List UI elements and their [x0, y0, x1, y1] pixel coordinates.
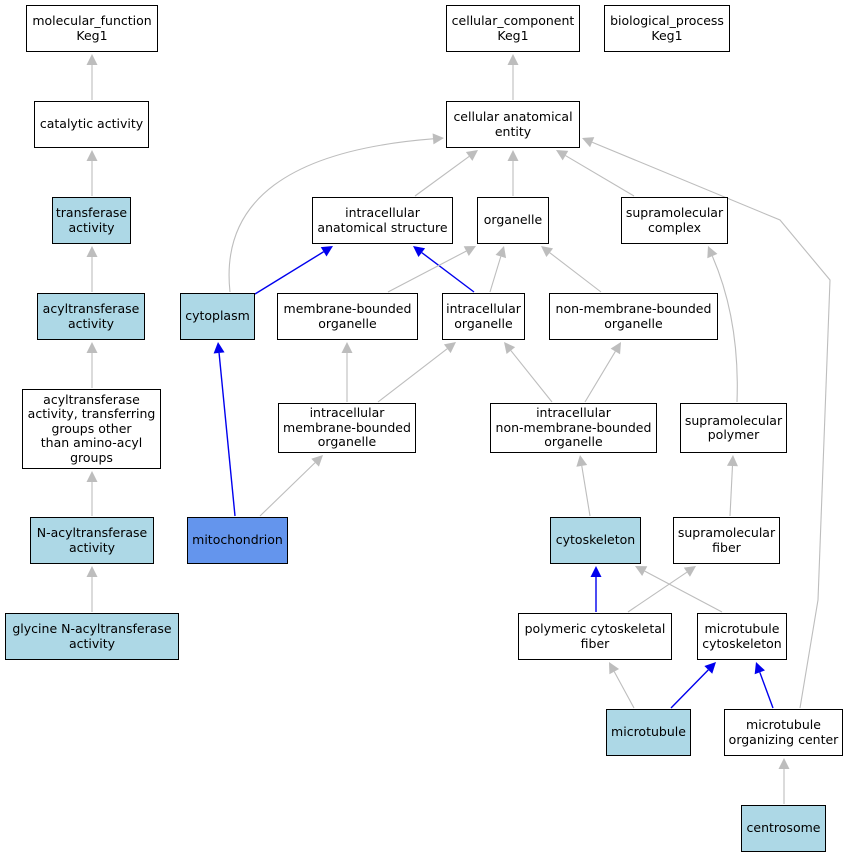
edge-intracellular-organelle-to-intracellular-anatomical-structure	[421, 252, 475, 293]
node-n-acyltransferase-activity[interactable]: N-acyltransferase activity	[30, 517, 154, 564]
arrowhead-membrane-bounded-organelle-to-organelle	[463, 246, 476, 256]
node-biological-process[interactable]: biological_process Keg1	[604, 5, 730, 52]
edge-cytoplasm-to-cellular-anatomical-entity	[228, 138, 434, 293]
edge-microtubule-to-microtubule-cytoskeleton	[670, 669, 709, 709]
edge-intracellular-organelle-to-organelle	[489, 256, 502, 293]
arrowhead-glycine-n-acyltransferase-to-n-acyltransferase-activity	[86, 566, 98, 577]
edge-microtubule-to-polymeric-cytoskeletal-fiber	[613, 671, 635, 709]
node-microtubule[interactable]: microtubule	[606, 709, 691, 756]
node-mitochondrion[interactable]: mitochondrion	[187, 517, 288, 564]
node-polymeric-cytoskeletal-fiber[interactable]: polymeric cytoskeletal fiber	[518, 613, 672, 660]
edge-supramolecular-complex-to-cellular-anatomical-entity	[565, 155, 635, 197]
arrowhead-non-membrane-bounded-organelle-to-organelle	[541, 246, 554, 258]
arrowhead-intracellular-anatomical-structure-to-cellular-anatomical-entity	[465, 150, 478, 161]
arrowhead-intracellular-organelle-to-organelle	[495, 246, 507, 259]
arrowhead-supramolecular-complex-to-cellular-anatomical-entity	[556, 150, 569, 161]
arrowhead-microtubule-to-polymeric-cytoskeletal-fiber	[609, 662, 620, 675]
node-supramolecular-fiber[interactable]: supramolecular fiber	[673, 517, 780, 564]
arrowhead-mtoc-to-cellular-anatomical-entity	[582, 137, 595, 148]
node-supramolecular-complex[interactable]: supramolecular complex	[621, 197, 728, 244]
node-cellular-anatomical-entity[interactable]: cellular anatomical entity	[446, 101, 580, 148]
edge-non-membrane-bounded-organelle-to-organelle	[549, 252, 602, 293]
node-cytoskeleton[interactable]: cytoskeleton	[550, 517, 641, 564]
arrowhead-intracellular-mbo-to-membrane-bounded-organelle	[341, 342, 353, 353]
arrowhead-n-acyltransferase-activity-to-acyltransferase-other	[86, 471, 98, 482]
arrowhead-centrosome-to-mtoc	[778, 758, 790, 769]
node-glycine-n-acyltransferase[interactable]: glycine N-acyltransferase activity	[5, 613, 179, 660]
arrowhead-transferase-activity-to-catalytic-activity	[86, 150, 98, 161]
edge-cytoskeleton-to-intracellular-nmbo	[581, 465, 591, 517]
arrowhead-supramolecular-fiber-to-supramolecular-polymer	[726, 455, 738, 467]
arrowhead-acyltransferase-activity-to-transferase-activity	[86, 246, 98, 257]
node-intracellular-organelle[interactable]: intracellular organelle	[442, 293, 525, 340]
arrowhead-intracellular-organelle-to-intracellular-anatomical-structure	[413, 246, 426, 258]
arrowhead-microtubule-cytoskeleton-to-cytoskeleton	[635, 566, 648, 577]
edge-intracellular-mbo-to-intracellular-organelle	[377, 348, 448, 403]
edge-mtoc-to-microtubule-cytoskeleton	[759, 672, 774, 709]
edge-polymeric-cytoskeletal-fiber-to-supramolecular-fiber	[627, 571, 688, 613]
arrowhead-mtoc-to-microtubule-cytoskeleton	[754, 662, 765, 675]
node-cytoplasm[interactable]: cytoplasm	[180, 293, 255, 340]
arrowhead-cellular-anatomical-entity-to-cellular-component	[507, 54, 519, 65]
node-catalytic-activity[interactable]: catalytic activity	[34, 101, 149, 148]
edge-supramolecular-fiber-to-supramolecular-polymer	[729, 465, 734, 517]
edge-intracellular-nmbo-to-intracellular-organelle	[510, 350, 553, 403]
edge-membrane-bounded-organelle-to-organelle	[387, 250, 467, 293]
node-mtoc[interactable]: microtubule organizing center	[724, 709, 843, 756]
node-intracellular-nmbo[interactable]: intracellular non-membrane-bounded organ…	[490, 403, 657, 453]
arrowhead-intracellular-mbo-to-intracellular-organelle	[443, 342, 456, 354]
arrowhead-polymeric-cytoskeletal-fiber-to-cytoskeleton	[590, 566, 602, 577]
arrowhead-cytoplasm-to-intracellular-anatomical-structure	[320, 246, 333, 257]
edge-intracellular-nmbo-to-non-membrane-bounded-organelle	[584, 351, 616, 403]
node-cellular-component[interactable]: cellular_component Keg1	[446, 5, 580, 52]
edge-microtubule-cytoskeleton-to-cytoskeleton	[644, 570, 723, 613]
node-supramolecular-polymer[interactable]: supramolecular polymer	[680, 403, 787, 453]
arrowhead-intracellular-nmbo-to-intracellular-organelle	[504, 342, 516, 355]
arrowhead-supramolecular-polymer-to-supramolecular-complex	[707, 246, 718, 259]
arrowhead-mitochondrion-to-cytoplasm	[213, 342, 225, 354]
arrowhead-microtubule-to-microtubule-cytoskeleton	[704, 662, 716, 674]
arrowhead-intracellular-nmbo-to-non-membrane-bounded-organelle	[610, 342, 621, 355]
arrowhead-catalytic-activity-to-molecular-function	[86, 54, 98, 65]
node-transferase-activity[interactable]: transferase activity	[52, 197, 131, 244]
arrowhead-cytoplasm-to-cellular-anatomical-entity	[432, 133, 444, 145]
node-intracellular-anatomical-structure[interactable]: intracellular anatomical structure	[312, 197, 453, 244]
arrowhead-cytoskeleton-to-intracellular-nmbo	[576, 455, 588, 467]
node-intracellular-mbo[interactable]: intracellular membrane-bounded organelle	[278, 403, 416, 453]
edge-mitochondrion-to-cytoplasm	[218, 352, 236, 517]
node-membrane-bounded-organelle[interactable]: membrane-bounded organelle	[277, 293, 418, 340]
node-centrosome[interactable]: centrosome	[741, 805, 826, 852]
arrowhead-mitochondrion-to-intracellular-mbo	[311, 455, 323, 467]
node-organelle[interactable]: organelle	[477, 197, 549, 244]
arrowhead-polymeric-cytoskeletal-fiber-to-supramolecular-fiber	[683, 566, 696, 577]
arrowhead-organelle-to-cellular-anatomical-entity	[507, 150, 519, 161]
node-acyltransferase-activity[interactable]: acyltransferase activity	[37, 293, 145, 340]
node-molecular-function[interactable]: molecular_function Keg1	[26, 5, 158, 52]
edge-supramolecular-polymer-to-supramolecular-complex	[711, 255, 738, 403]
node-microtubule-cytoskeleton[interactable]: microtubule cytoskeleton	[697, 613, 787, 660]
node-non-membrane-bounded-organelle[interactable]: non-membrane-bounded organelle	[549, 293, 718, 340]
edge-cytoplasm-to-intracellular-anatomical-structure	[254, 251, 324, 295]
edge-intracellular-anatomical-structure-to-cellular-anatomical-entity	[414, 156, 470, 197]
edge-mtoc-to-cellular-anatomical-entity	[591, 141, 831, 709]
arrowhead-acyltransferase-other-to-acyltransferase-activity	[86, 342, 98, 353]
node-acyltransferase-other[interactable]: acyltransferase activity, transferring g…	[22, 389, 161, 469]
edge-mitochondrion-to-intracellular-mbo	[259, 462, 316, 517]
